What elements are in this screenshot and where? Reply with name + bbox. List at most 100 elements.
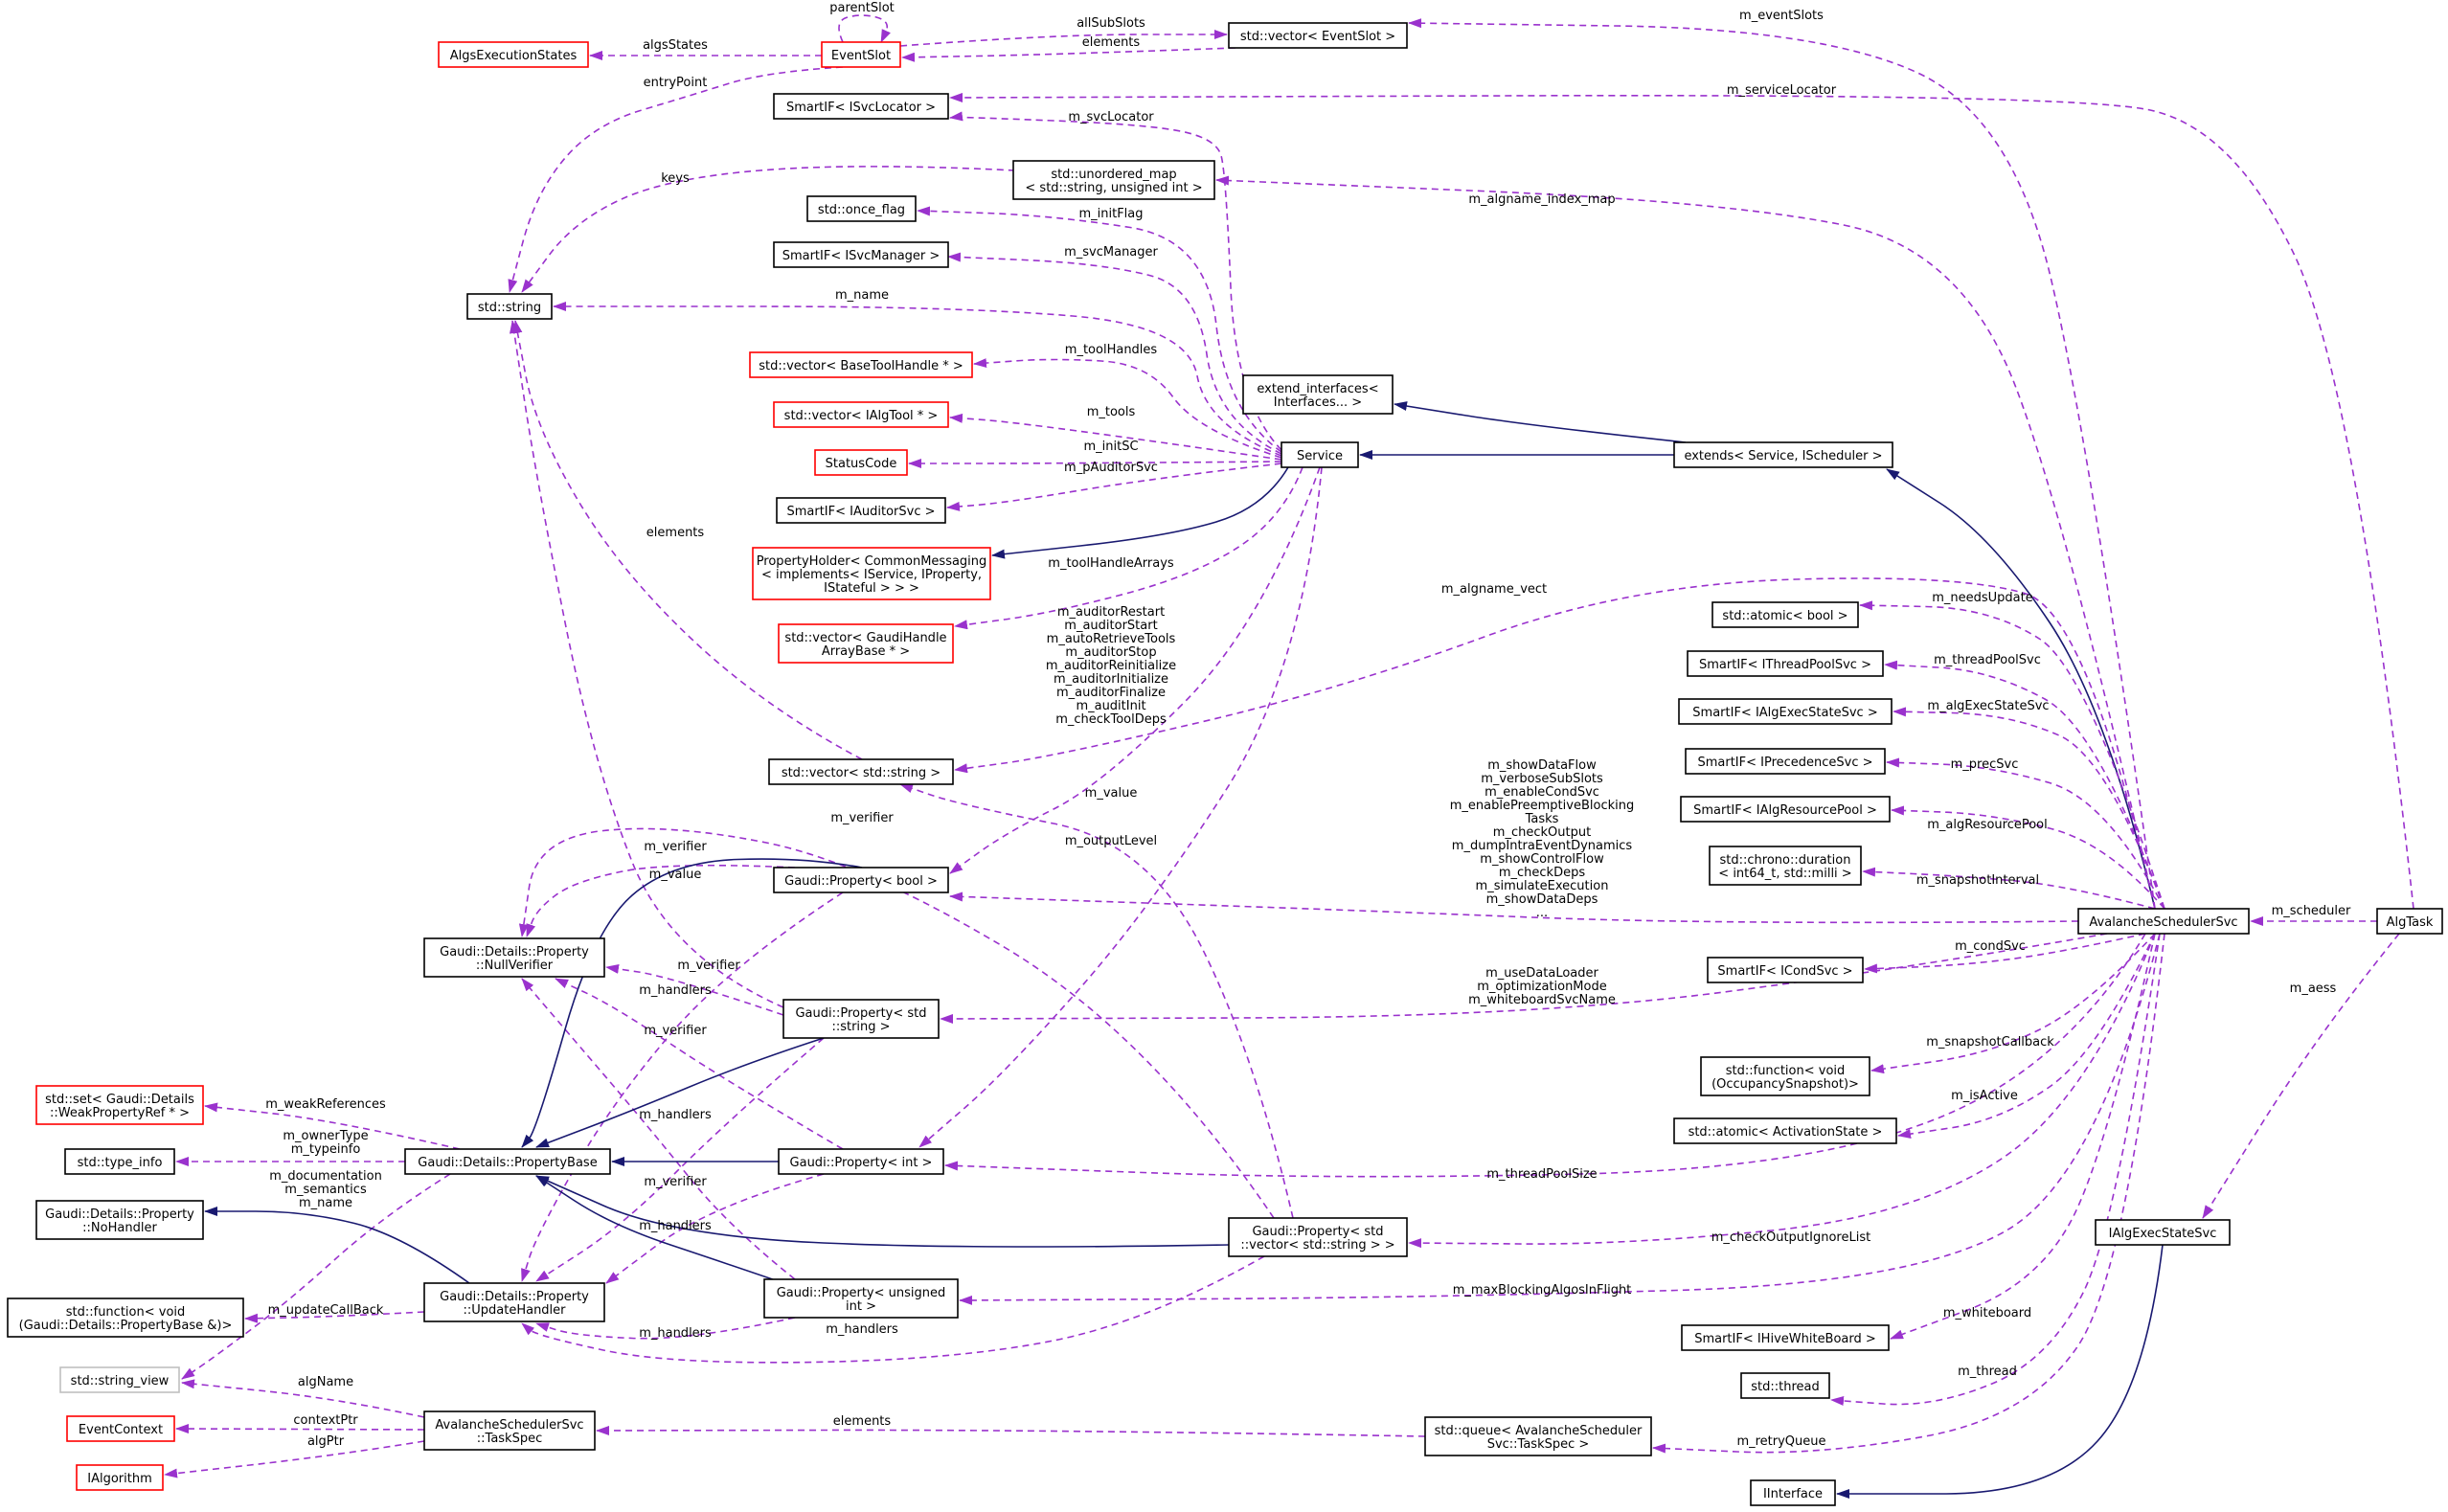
- edge-isactive: [1897, 933, 2156, 1140]
- node-set-weakref[interactable]: std::set< Gaudi::Details::WeakPropertyRe…: [35, 1085, 204, 1125]
- node-taskspec[interactable]: AvalancheSchedulerSvc::TaskSpec: [423, 1410, 596, 1451]
- node-atomic-activation[interactable]: std::atomic< ActivationState >: [1673, 1117, 1897, 1144]
- edge-snapshotcallback: [1870, 933, 2156, 1074]
- node-smartif-svcmanager[interactable]: SmartIF< ISvcManager >: [773, 241, 949, 268]
- node-string-view[interactable]: std::string_view: [59, 1366, 180, 1393]
- edge-label-line: m_algResourcePool: [1927, 818, 2048, 832]
- edge-handlers-bool: [521, 891, 844, 1282]
- node-label-line: AvalancheSchedulerSvc: [435, 1418, 583, 1433]
- node-unordered-map[interactable]: std::unordered_map< std::string, unsigne…: [1012, 160, 1215, 200]
- node-box: [64, 1148, 175, 1175]
- node-smartif-algresource[interactable]: SmartIF< IAlgResourcePool >: [1680, 796, 1891, 823]
- node-label: Gaudi::Property< int >: [790, 1156, 933, 1170]
- node-vec-basetoolhandle[interactable]: std::vector< BaseToolHandle * >: [749, 351, 973, 378]
- node-smartif-auditorsvc[interactable]: SmartIF< IAuditorSvc >: [776, 497, 946, 524]
- node-label: extend_interfaces<Interfaces... >: [1257, 382, 1378, 410]
- node-label-line: ::NullVerifier: [476, 959, 554, 973]
- edge-label: m_tools: [1087, 405, 1136, 419]
- node-box: [782, 999, 940, 1039]
- node-label: std::vector< EventSlot >: [1240, 30, 1395, 44]
- node-label: std::vector< IAlgTool * >: [784, 409, 939, 423]
- node-once-flag[interactable]: std::once_flag: [806, 195, 917, 222]
- edge-value-string: [510, 320, 784, 1008]
- edge-algname-vect: [954, 577, 2156, 910]
- node-eventslot[interactable]: EventSlot: [821, 41, 901, 68]
- edge-algtask-aess: [2202, 933, 2400, 1219]
- edge-label-line: m_name: [299, 1196, 352, 1210]
- node-smartif-precedence[interactable]: SmartIF< IPrecedenceSvc >: [1685, 748, 1886, 775]
- node-type-info[interactable]: std::type_info: [64, 1148, 175, 1175]
- edge-label-line: m_toolHandles: [1065, 343, 1158, 357]
- edge-precsvc: [1886, 757, 2165, 910]
- node-smartif-cond[interactable]: SmartIF< ICondSvc >: [1707, 957, 1864, 983]
- edge-label-line: contextPtr: [293, 1413, 358, 1428]
- edge-label-line: m_toolHandleArrays: [1048, 556, 1174, 571]
- node-prop-vecstring[interactable]: Gaudi::Property< std::vector< std::strin…: [1228, 1217, 1408, 1257]
- node-atomic-bool[interactable]: std::atomic< bool >: [1711, 601, 1859, 628]
- node-ialgorithm[interactable]: IAlgorithm: [76, 1464, 164, 1491]
- node-prop-string[interactable]: Gaudi::Property< std::string >: [782, 999, 940, 1039]
- node-label-line: < implements< IService, IProperty,: [761, 568, 982, 582]
- node-propertyholder[interactable]: PropertyHolder< CommonMessaging< impleme…: [752, 547, 991, 600]
- node-label: IInterface: [1763, 1487, 1823, 1501]
- node-service[interactable]: Service: [1281, 441, 1359, 468]
- edge-label: elements: [833, 1414, 892, 1429]
- node-smartif-algexecstate[interactable]: SmartIF< IAlgExecStateSvc >: [1678, 698, 1893, 725]
- node-algsexecstates[interactable]: AlgsExecutionStates: [438, 41, 589, 68]
- node-extend-interfaces[interactable]: extend_interfaces<Interfaces... >: [1242, 374, 1394, 415]
- node-nullverifier[interactable]: Gaudi::Details::Property::NullVerifier: [423, 937, 605, 978]
- node-label-line: AvalancheSchedulerSvc: [2089, 915, 2237, 930]
- edge-label-line: m_pAuditorSvc: [1064, 461, 1158, 475]
- node-label-line: std::vector< IAlgTool * >: [784, 409, 939, 423]
- node-smartif-threadpool[interactable]: SmartIF< IThreadPoolSvc >: [1687, 650, 1884, 677]
- edge-algname: [181, 1379, 425, 1418]
- node-aess-svc[interactable]: AvalancheSchedulerSvc: [2077, 908, 2250, 935]
- node-duration[interactable]: std::chrono::duration< int64_t, std::mil…: [1709, 846, 1862, 886]
- edge-elements-slot: [901, 47, 1236, 62]
- edge-label-line: m_handlers: [639, 1219, 712, 1233]
- node-vec-string[interactable]: std::vector< std::string >: [768, 758, 954, 785]
- node-std-thread[interactable]: std::thread: [1740, 1372, 1830, 1399]
- edge-contextptr: [175, 1424, 425, 1434]
- node-label: SmartIF< IAlgExecStateSvc >: [1692, 706, 1877, 720]
- edge-label: m_verifier: [644, 1175, 707, 1189]
- node-func-propbase[interactable]: std::function< void(Gaudi::Details::Prop…: [7, 1298, 244, 1338]
- node-prop-bool[interactable]: Gaudi::Property< bool >: [773, 867, 949, 893]
- node-box: [35, 1085, 204, 1125]
- node-extends[interactable]: extends< Service, IScheduler >: [1673, 441, 1893, 468]
- edge-entrypoint: [508, 66, 844, 293]
- edge-label-line: m_auditorReinitialize: [1046, 659, 1176, 673]
- edges-layer: [164, 14, 2414, 1499]
- edge-label-line: m_simulateExecution: [1476, 879, 1609, 893]
- node-label-line: std::atomic< ActivationState >: [1689, 1125, 1883, 1140]
- node-label: Gaudi::Details::PropertyBase: [418, 1156, 597, 1170]
- node-std-string[interactable]: std::string: [466, 293, 553, 320]
- node-box: [59, 1366, 180, 1393]
- node-ialgexecstatesvc[interactable]: IAlgExecStateSvc: [2095, 1219, 2231, 1246]
- node-eventcontext[interactable]: EventContext: [66, 1415, 175, 1442]
- edge-label-line: m_checkOutputIgnoreList: [1711, 1230, 1870, 1245]
- node-smartif-svclocator[interactable]: SmartIF< ISvcLocator >: [773, 93, 949, 120]
- node-prop-int[interactable]: Gaudi::Property< int >: [778, 1148, 944, 1175]
- node-updatehandler[interactable]: Gaudi::Details::Property::UpdateHandler: [423, 1282, 605, 1322]
- edge-label-line: m_verifier: [830, 811, 894, 825]
- node-propertybase[interactable]: Gaudi::Details::PropertyBase: [404, 1148, 611, 1175]
- node-iinterface[interactable]: IInterface: [1750, 1479, 1836, 1506]
- node-vec-eventslot[interactable]: std::vector< EventSlot >: [1228, 22, 1408, 49]
- edge-label-line: m_semantics: [284, 1183, 367, 1197]
- node-vec-ialgtool[interactable]: std::vector< IAlgTool * >: [773, 401, 949, 428]
- edge-label-line: algsStates: [643, 38, 708, 53]
- node-algtask[interactable]: AlgTask: [2376, 908, 2443, 935]
- node-box: [778, 623, 954, 664]
- node-label-line: std::once_flag: [818, 203, 905, 217]
- node-func-occupancy[interactable]: std::function< void(OccupancySnapshot)>: [1700, 1056, 1870, 1096]
- node-label: EventSlot: [831, 49, 891, 63]
- node-statuscode[interactable]: StatusCode: [814, 449, 908, 476]
- node-smartif-whiteboard[interactable]: SmartIF< IHiveWhiteBoard >: [1681, 1324, 1890, 1351]
- edge-label-line: m_eventSlots: [1739, 9, 1824, 23]
- node-nohandler[interactable]: Gaudi::Details::Property::NoHandler: [35, 1200, 204, 1240]
- node-label-line: std::type_info: [78, 1156, 163, 1170]
